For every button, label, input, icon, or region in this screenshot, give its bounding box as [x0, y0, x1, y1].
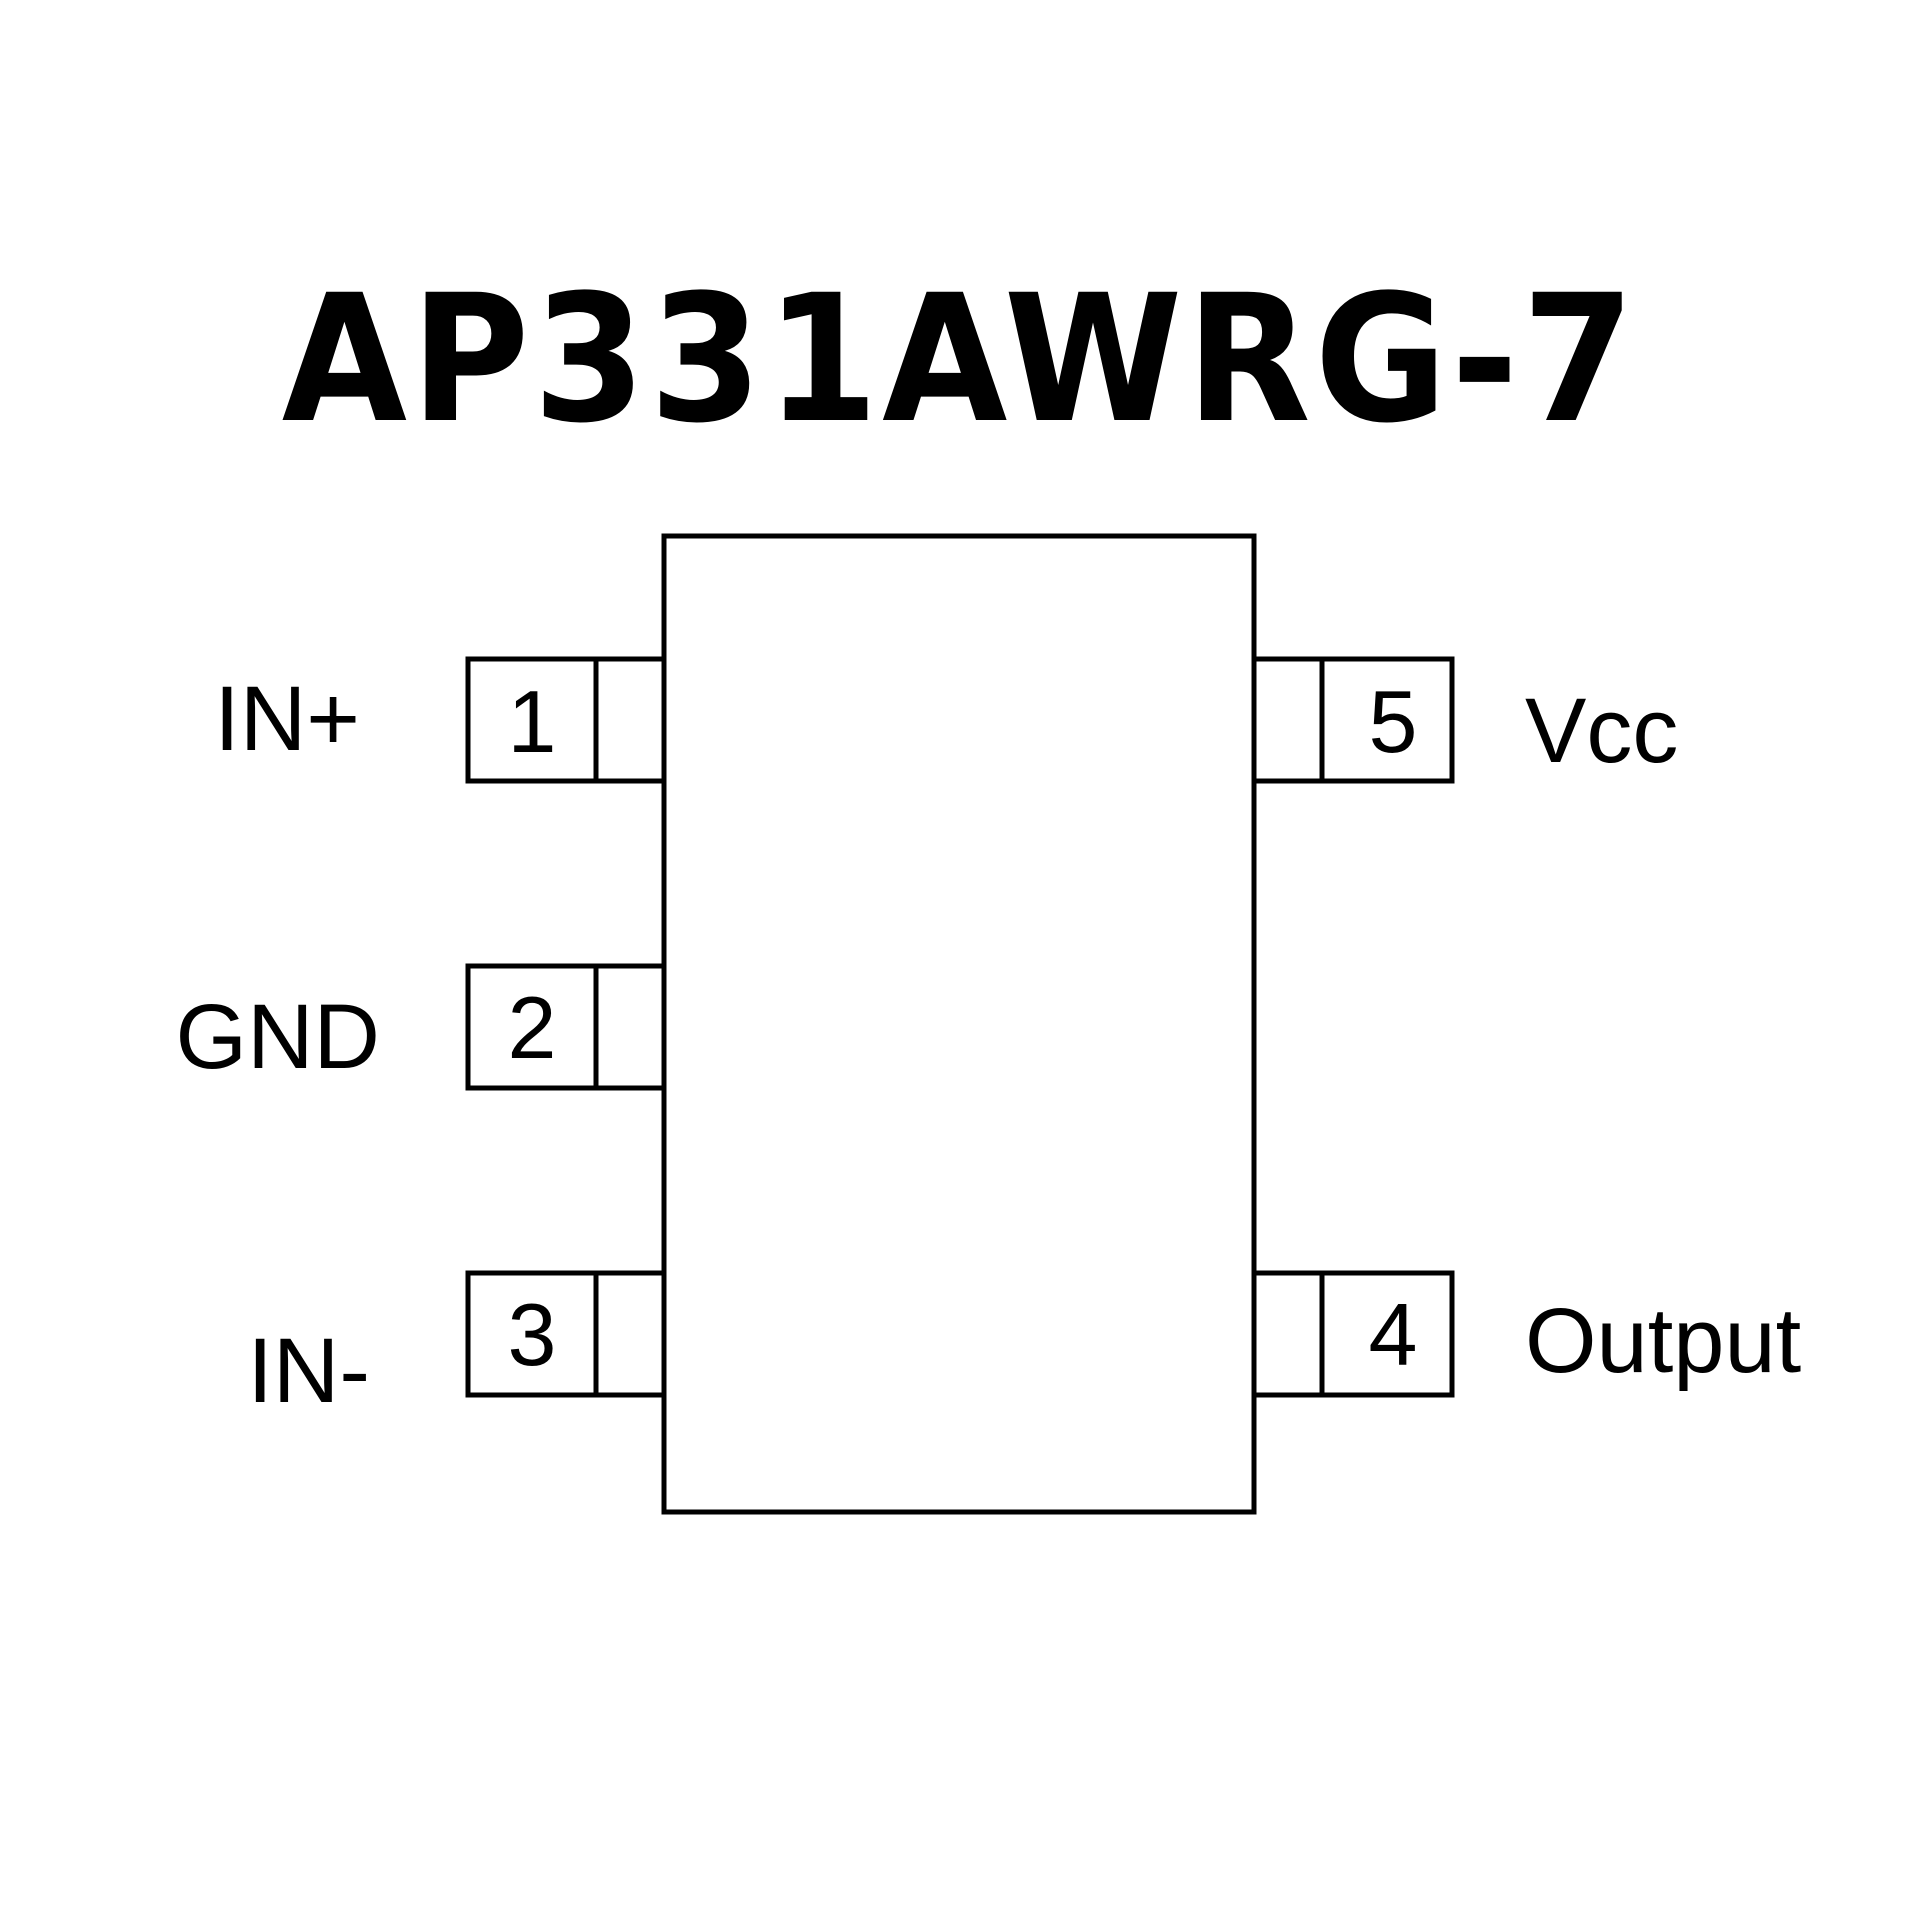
pin-4-number: 4: [1369, 1285, 1418, 1384]
pin-1-lead: [593, 656, 667, 784]
pin-2-label: GND: [176, 986, 380, 1088]
pin-5: 5 Vcc: [1251, 656, 1678, 784]
pin-4: 4 Output: [1251, 1270, 1801, 1398]
part-number-title: AP331AWRG-7: [281, 257, 1639, 462]
pin-1-number: 1: [508, 672, 557, 771]
pin-5-lead: [1251, 656, 1325, 784]
pin-3-number: 3: [508, 1285, 557, 1384]
pin-2: 2 GND: [176, 963, 667, 1091]
pin-5-number-box: [1319, 656, 1455, 784]
pin-3: 3 IN-: [247, 1270, 667, 1422]
pin-2-number-box: [465, 963, 599, 1091]
pin-3-lead: [593, 1270, 667, 1398]
pin-2-number: 2: [508, 978, 557, 1077]
pin-1-label: IN+: [214, 668, 360, 770]
pin-4-number-box: [1319, 1270, 1455, 1398]
pin-1-number-box: [465, 656, 599, 784]
pin-3-label: IN-: [247, 1320, 370, 1422]
pin-2-lead: [593, 963, 667, 1091]
pin-4-lead: [1251, 1270, 1325, 1398]
pin-5-number: 5: [1369, 672, 1418, 771]
pin-1: 1 IN+: [214, 656, 667, 784]
ic-body: [661, 533, 1257, 1515]
pin-3-number-box: [465, 1270, 599, 1398]
pin-5-label: Vcc: [1525, 680, 1678, 782]
pin-4-label: Output: [1525, 1290, 1801, 1392]
